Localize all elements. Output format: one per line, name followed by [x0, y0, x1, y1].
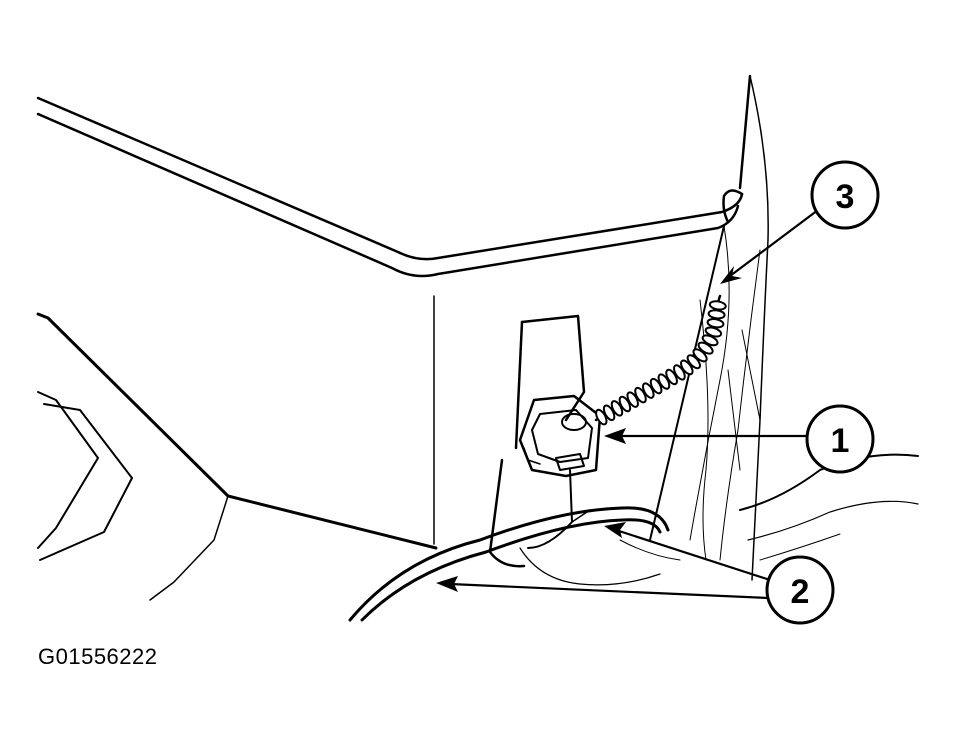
leader-arrows: [436, 208, 820, 600]
wire-coil-ring: [649, 377, 663, 395]
wire-coil-ring: [665, 368, 678, 386]
wire-coil-ring: [704, 326, 723, 338]
callout-circle-1: 1: [805, 404, 875, 474]
callout-label-2: 2: [791, 573, 810, 611]
wire-coil-ring: [626, 391, 639, 408]
wire-coil-ring: [692, 348, 708, 363]
wire-coil-ring: [697, 341, 714, 355]
wire-coil-ring: [708, 300, 727, 311]
mounting-post: [488, 314, 591, 568]
hose-part-2: [348, 506, 681, 622]
left-bracket: [37, 391, 229, 601]
upper-housing-panel: [36, 96, 744, 278]
wire-coil-ring: [642, 382, 655, 399]
wire-coil-ring: [680, 359, 694, 376]
callout-label-3: 3: [836, 178, 855, 216]
right-frame: [689, 74, 919, 581]
wire-coil-ring: [602, 404, 616, 422]
figure-id-label: G01556222: [38, 644, 158, 669]
wire-coil-ring: [634, 386, 647, 404]
wire-coil-ring: [610, 400, 624, 417]
housing-side-face: [433, 225, 725, 545]
sensor-wire-harness: [594, 294, 727, 426]
left-housing-edge: [36, 312, 438, 550]
callout-circle-2: 2: [765, 555, 835, 625]
sensor-part-1: [518, 394, 602, 478]
callout-circle-3: 3: [810, 160, 880, 230]
wire-coil-ring: [707, 309, 726, 320]
callout-label-1: 1: [831, 422, 850, 460]
